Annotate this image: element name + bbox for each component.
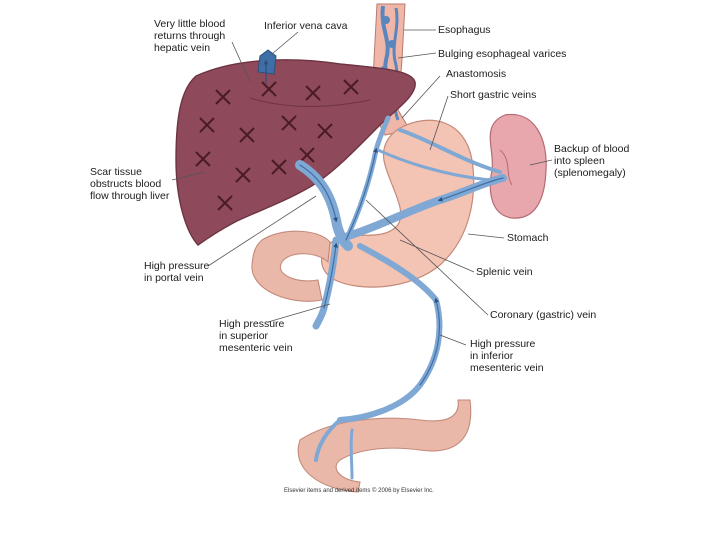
label-bulging-esophageal-varices: Bulging esophageal varices xyxy=(438,48,567,60)
intestine xyxy=(297,399,472,493)
label-hepatic-vein: Very little blood returns through hepati… xyxy=(154,18,226,54)
label-splenic-vein: Splenic vein xyxy=(476,266,533,278)
label-stomach: Stomach xyxy=(507,232,549,244)
label-inferior-mesenteric-vein: High pressure in inferior mesenteric vei… xyxy=(470,338,544,374)
label-short-gastric-veins: Short gastric veins xyxy=(450,89,537,101)
venous-system xyxy=(295,115,507,480)
label-scar-tissue: Scar tissue obstructs blood flow through… xyxy=(90,166,170,202)
label-coronary-vein: Coronary (gastric) vein xyxy=(490,309,597,321)
copyright-credit: Elsevier items and derived items © 2006 … xyxy=(284,488,434,494)
liver-scar-marks xyxy=(195,79,359,211)
label-esophagus: Esophagus xyxy=(438,24,491,36)
label-inferior-vena-cava: Inferior vena cava xyxy=(264,20,348,32)
short-gastric-veins xyxy=(398,128,502,174)
liver xyxy=(175,59,416,246)
label-superior-mesenteric-vein: High pressure in superior mesenteric vei… xyxy=(219,318,293,354)
duodenum xyxy=(251,230,331,302)
leader-lines xyxy=(171,29,553,346)
label-anastomosis: Anastomosis xyxy=(446,68,507,80)
label-portal-vein: High pressure in portal vein xyxy=(144,260,210,284)
inferior-vena-cava xyxy=(257,49,277,84)
label-splenomegaly: Backup of blood into spleen (splenomegal… xyxy=(554,143,630,179)
spleen xyxy=(489,113,547,219)
